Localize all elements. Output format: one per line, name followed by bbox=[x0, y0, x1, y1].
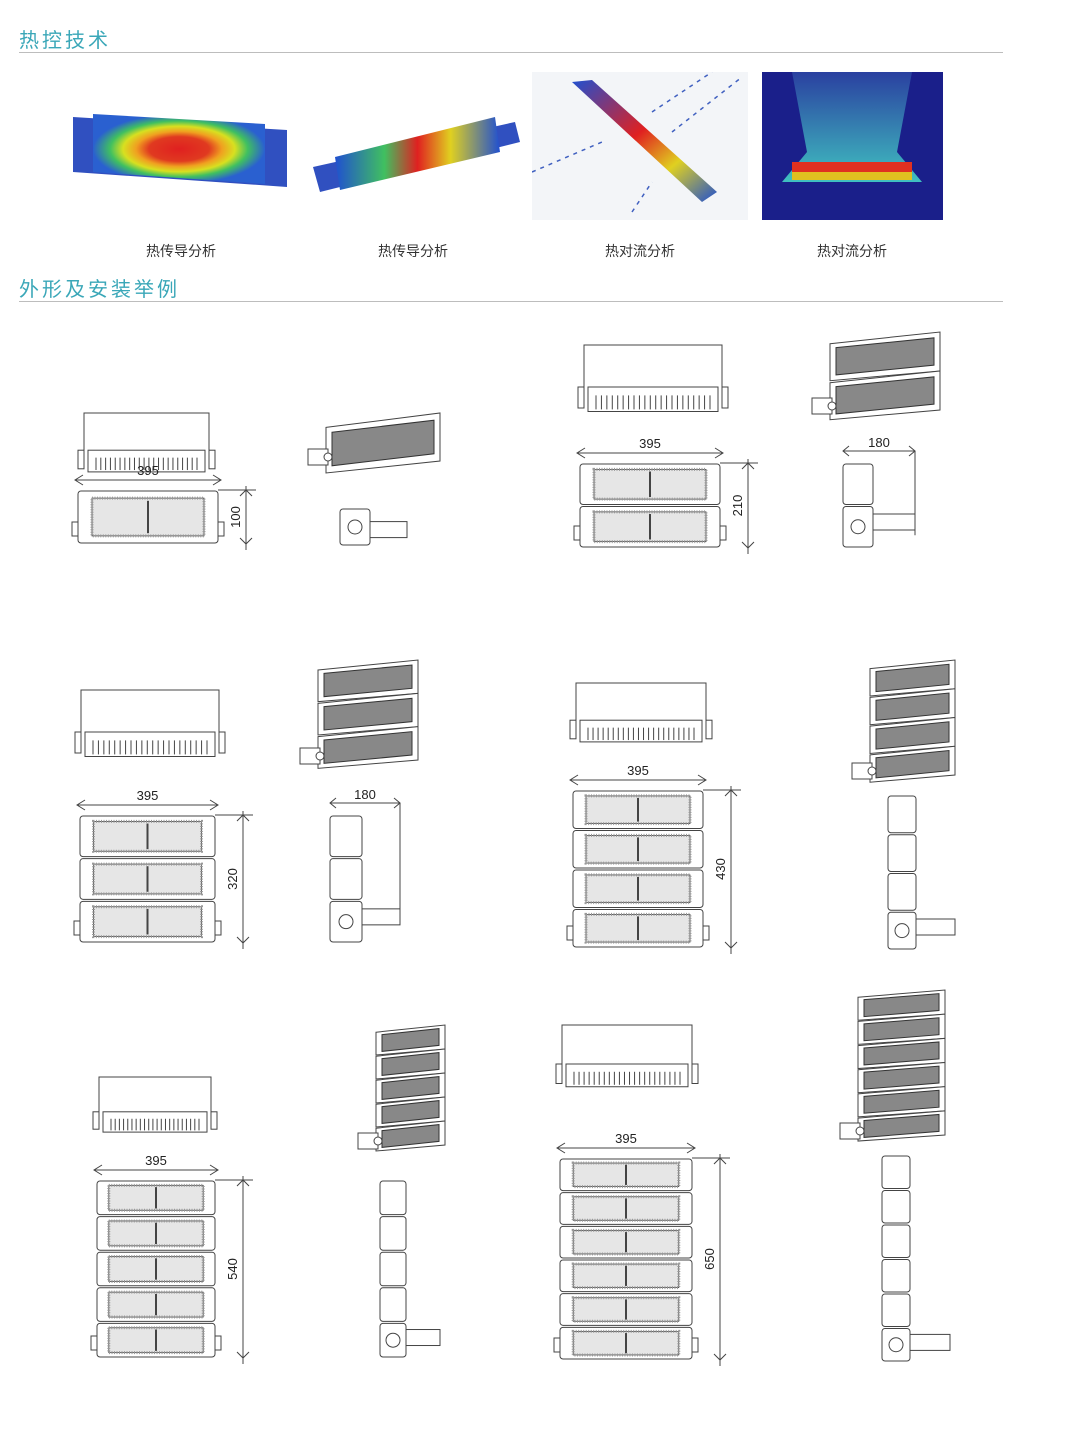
height-label: 100 bbox=[228, 506, 243, 528]
height-dimension bbox=[720, 459, 758, 554]
top-view bbox=[555, 1024, 699, 1088]
height-label: 320 bbox=[225, 868, 240, 890]
side-view bbox=[881, 1155, 951, 1362]
width-dimension bbox=[74, 474, 222, 486]
height-label: 430 bbox=[713, 858, 728, 880]
side-view bbox=[842, 463, 916, 548]
thermal-caption-3: 热对流分析 bbox=[605, 244, 675, 260]
depth-dimension bbox=[329, 797, 401, 924]
width-label: 395 bbox=[145, 1153, 167, 1168]
section-title-dimensions: 外形及安装举例 bbox=[19, 277, 180, 301]
width-dimension bbox=[569, 774, 707, 786]
width-dimension bbox=[76, 799, 219, 811]
section-divider bbox=[19, 52, 1003, 53]
depth-label: 180 bbox=[354, 787, 376, 802]
top-view bbox=[74, 689, 226, 757]
height-label: 540 bbox=[225, 1258, 240, 1280]
iso-view bbox=[851, 659, 956, 783]
height-dimension bbox=[703, 786, 741, 954]
height-label: 210 bbox=[730, 495, 745, 517]
top-view bbox=[77, 412, 216, 473]
height-dimension bbox=[218, 486, 256, 550]
width-dimension bbox=[576, 447, 724, 459]
width-label: 395 bbox=[627, 763, 649, 778]
top-view bbox=[577, 344, 729, 412]
top-view bbox=[92, 1076, 218, 1133]
thermal-caption-4: 热对流分析 bbox=[817, 244, 887, 260]
width-label: 395 bbox=[137, 463, 159, 478]
thermal-caption-2: 热传导分析 bbox=[378, 244, 448, 260]
front-view bbox=[566, 790, 710, 948]
thermal-image-3 bbox=[532, 72, 748, 220]
depth-label: 180 bbox=[868, 435, 890, 450]
thermal-image-4 bbox=[762, 72, 943, 220]
front-view bbox=[71, 490, 225, 544]
height-label: 650 bbox=[702, 1248, 717, 1270]
width-label: 395 bbox=[639, 436, 661, 451]
height-dimension bbox=[692, 1154, 730, 1366]
thermal-image-1 bbox=[73, 114, 287, 187]
section-divider bbox=[19, 301, 1003, 302]
width-label: 395 bbox=[137, 788, 159, 803]
front-view bbox=[90, 1180, 222, 1358]
side-view bbox=[329, 815, 401, 943]
front-view bbox=[73, 815, 222, 943]
section-title-thermal: 热控技术 bbox=[19, 28, 111, 52]
width-label: 395 bbox=[615, 1131, 637, 1146]
iso-view bbox=[811, 331, 941, 421]
side-view bbox=[379, 1180, 441, 1358]
iso-view bbox=[357, 1024, 446, 1152]
iso-view bbox=[307, 412, 441, 474]
side-view bbox=[887, 795, 956, 950]
side-view bbox=[339, 508, 408, 546]
top-view bbox=[569, 682, 713, 743]
front-view bbox=[573, 463, 727, 548]
width-dimension bbox=[556, 1142, 696, 1154]
front-view bbox=[553, 1158, 699, 1360]
thermal-image-2 bbox=[313, 117, 520, 192]
iso-view bbox=[299, 659, 419, 769]
width-dimension bbox=[93, 1164, 219, 1176]
depth-dimension bbox=[842, 445, 916, 536]
height-dimension bbox=[215, 1176, 253, 1364]
height-dimension bbox=[215, 811, 253, 949]
thermal-caption-1: 热传导分析 bbox=[146, 244, 216, 260]
iso-view bbox=[839, 989, 946, 1142]
